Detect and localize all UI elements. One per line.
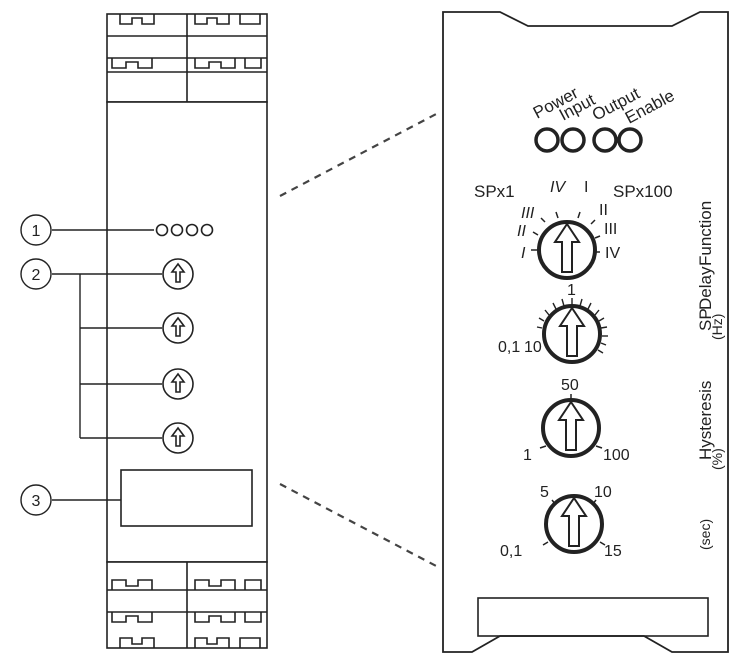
setpoint-top-label: 1 (567, 282, 576, 299)
function-dial (531, 211, 601, 280)
delay-bottom-left-label: 0,1 (500, 543, 522, 560)
delay-bottom-right-label: 15 (604, 543, 622, 560)
function-side-label: Function (696, 201, 715, 266)
enable-led (617, 127, 643, 153)
setpoint-bottom-right-label: 10 (524, 339, 542, 356)
function-left-tick-iii: III (521, 205, 535, 222)
sec-unit-label: (sec) (697, 519, 713, 550)
hysteresis-top-label: 50 (561, 377, 579, 394)
hysteresis-left-label: 1 (523, 447, 532, 464)
top-terminal-block (106, 13, 268, 103)
function-left-tick-i: I (521, 245, 526, 262)
zoom-lines (279, 111, 441, 569)
function-left-label: SPx1 (474, 182, 515, 201)
small-dial-2 (162, 312, 194, 344)
callout-3-number: 3 (32, 493, 41, 510)
callout-2-number: 2 (32, 267, 41, 284)
power-led (534, 127, 560, 153)
hysteresis-dial (539, 394, 603, 458)
delay-dial (542, 494, 606, 554)
setpoint-bottom-left-label: 0,1 (498, 339, 520, 356)
hz-unit-label: (Hz) (709, 314, 725, 340)
delay-top-right-label: 10 (594, 484, 612, 501)
hysteresis-right-label: 100 (603, 447, 630, 464)
small-dial-3 (162, 368, 194, 400)
function-right-tick-i: I (584, 179, 588, 196)
callout-1-number: 1 (32, 223, 41, 240)
delay-top-left-label: 5 (540, 484, 549, 501)
callout-3: 3 (20, 484, 52, 516)
percent-unit-label: (%) (709, 448, 725, 470)
function-left-tick-ii: II (517, 223, 526, 240)
small-dial-1 (162, 258, 194, 290)
setpoint-dial (536, 298, 608, 364)
function-right-tick-iv: IV (605, 245, 620, 262)
output-led (592, 127, 618, 153)
module-front-view (106, 13, 268, 649)
sp-side-label: SP (696, 308, 715, 331)
led-row-small (155, 223, 214, 237)
callout-2: 2 (20, 258, 52, 290)
function-right-label: SPx100 (613, 182, 673, 201)
input-led (560, 127, 586, 153)
callout-leaders (52, 229, 162, 501)
function-right-tick-iii: III (604, 221, 617, 238)
panel-bottom-slot (477, 597, 709, 637)
function-left-tick-iv: IV (550, 179, 566, 196)
led-row-large (534, 127, 643, 153)
function-right-tick-ii: II (599, 202, 608, 219)
bottom-terminal-block (106, 561, 268, 649)
small-dial-4 (162, 422, 194, 454)
callout-1: 1 (20, 214, 52, 246)
label-window (120, 469, 253, 527)
delay-side-label: Delay (696, 266, 715, 310)
hysteresis-side-label: Hysteresis (696, 381, 715, 460)
